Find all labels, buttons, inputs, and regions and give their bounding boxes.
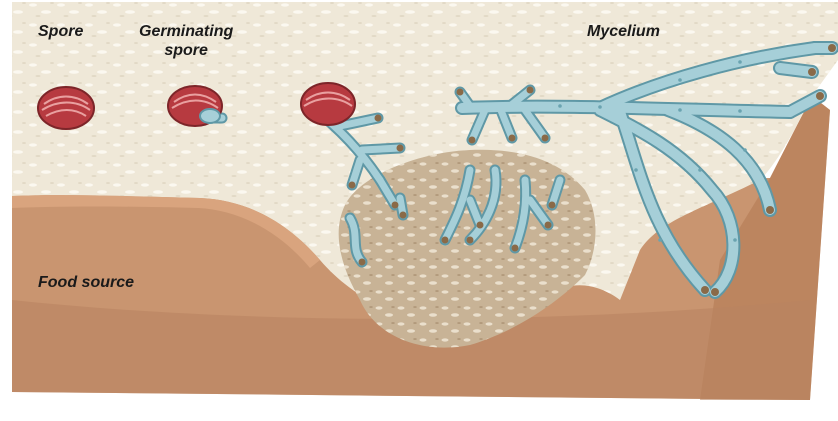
germinating-spore-label-line2: spore (139, 41, 233, 60)
spore-label: Spore (38, 22, 83, 41)
spore-cell (38, 87, 94, 129)
germinating-spore-label: Germinating spore (139, 22, 233, 60)
spore-with-hyphae (301, 83, 355, 125)
germinating-spore-label-line1: Germinating (139, 22, 233, 41)
mycelium-label: Mycelium (587, 22, 660, 41)
germinating-spore-cell (168, 86, 222, 126)
food-source-label: Food source (38, 273, 134, 292)
